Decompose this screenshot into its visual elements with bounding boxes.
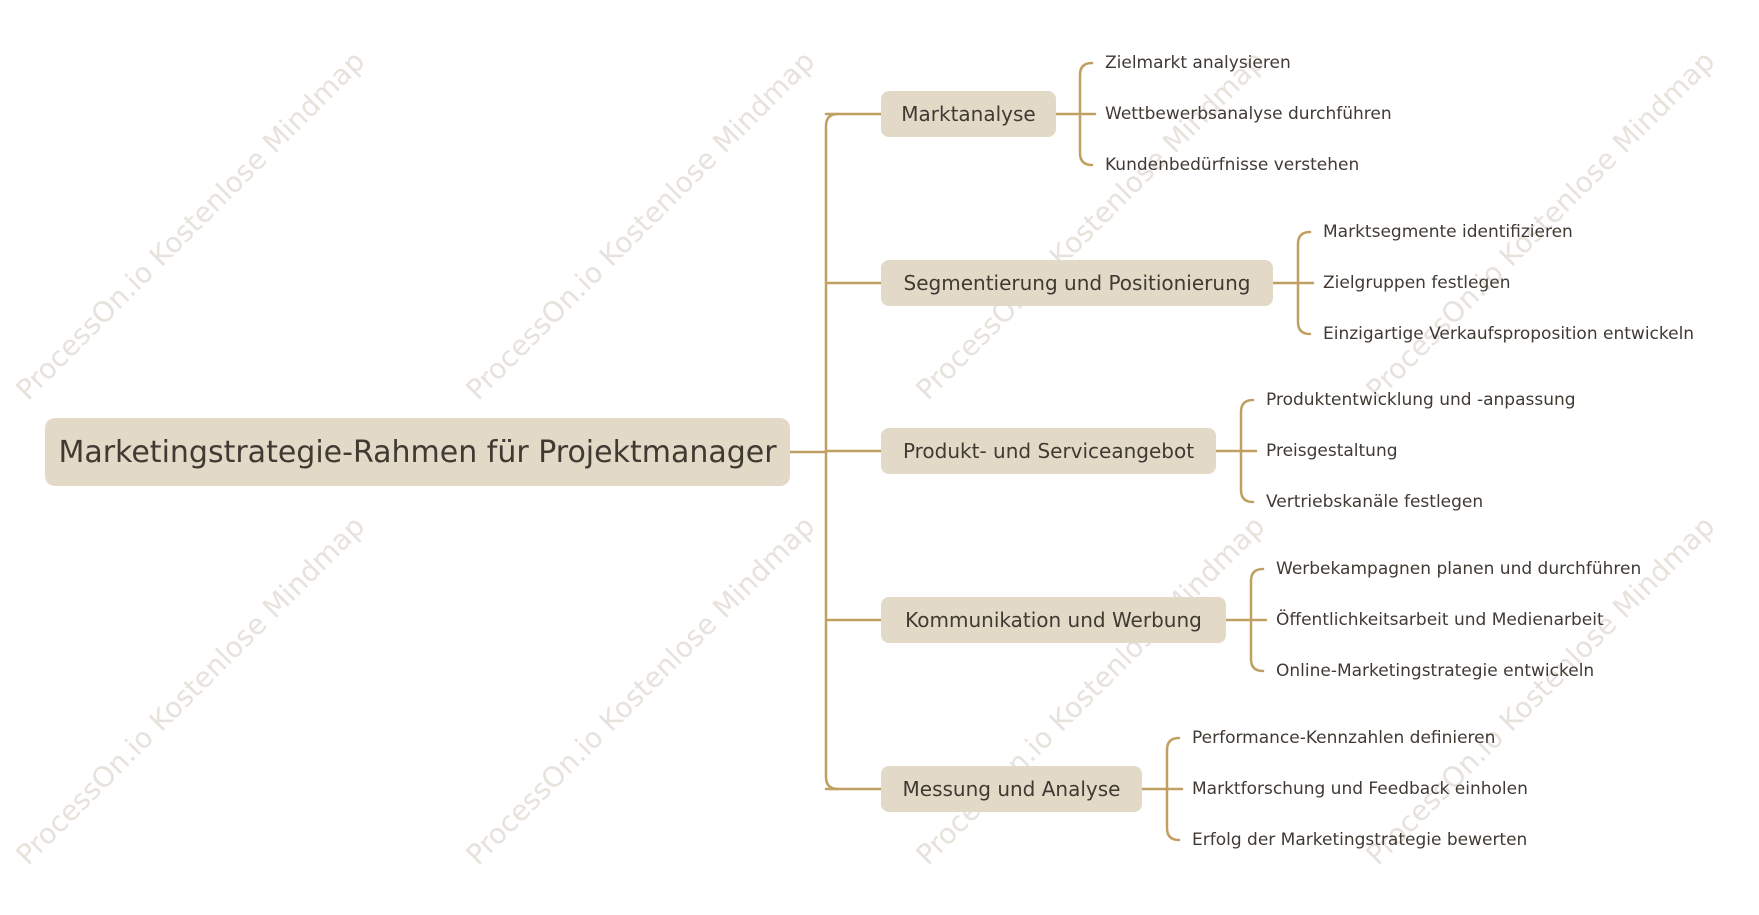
leaf-bracket-connector <box>1165 736 1181 842</box>
leaf-topic[interactable]: Erfolg der Marketingstrategie bewerten <box>1192 830 1528 850</box>
leaf-topic[interactable]: Einzigartige Verkaufsproposition entwick… <box>1323 324 1695 344</box>
leaf-topic[interactable]: Zielgruppen festlegen <box>1323 273 1511 293</box>
leaf-topic[interactable]: Vertriebskanäle festlegen <box>1266 492 1484 512</box>
branch-topic-marktanalyse[interactable]: Marktanalyse <box>881 91 1056 137</box>
branch-topic-messung[interactable]: Messung und Analyse <box>881 766 1142 812</box>
branch-topic-produkt-service[interactable]: Produkt- und Serviceangebot <box>881 428 1216 474</box>
branch-topic-label: Messung und Analyse <box>902 777 1121 801</box>
root-topic-label: Marketingstrategie-Rahmen für Projektman… <box>58 434 777 470</box>
leaf-topic[interactable]: Preisgestaltung <box>1266 441 1398 461</box>
leaf-bracket-connector <box>1249 567 1265 673</box>
leaf-bracket-connector <box>1078 61 1094 167</box>
branch-topic-label: Segmentierung und Positionierung <box>903 271 1251 295</box>
leaf-topic[interactable]: Öffentlichkeitsarbeit und Medienarbeit <box>1276 610 1604 630</box>
root-topic[interactable]: Marketingstrategie-Rahmen für Projektman… <box>45 418 790 486</box>
leaf-topic[interactable]: Online-Marketingstrategie entwickeln <box>1276 661 1595 681</box>
leaf-topic[interactable]: Produktentwicklung und -anpassung <box>1266 390 1576 410</box>
leaf-topic[interactable]: Performance-Kennzahlen definieren <box>1192 728 1496 748</box>
leaf-bracket-connector <box>1296 230 1312 336</box>
leaf-topic[interactable]: Marktsegmente identifizieren <box>1323 222 1573 242</box>
leaf-topic[interactable]: Werbekampagnen planen und durchführen <box>1276 559 1642 579</box>
leaf-bracket-connector <box>1239 398 1255 504</box>
branch-topic-label: Kommunikation und Werbung <box>905 608 1202 632</box>
branch-topic-segmentierung[interactable]: Segmentierung und Positionierung <box>881 260 1273 306</box>
leaf-topic[interactable]: Marktforschung und Feedback einholen <box>1192 779 1528 799</box>
leaf-topic[interactable]: Kundenbedürfnisse verstehen <box>1105 155 1360 175</box>
branch-topic-label: Produkt- und Serviceangebot <box>902 439 1195 463</box>
leaf-topic[interactable]: Wettbewerbsanalyse durchführen <box>1105 104 1392 124</box>
leaf-topic[interactable]: Zielmarkt analysieren <box>1105 53 1291 73</box>
branch-topic-kommunikation[interactable]: Kommunikation und Werbung <box>881 597 1226 643</box>
branch-topic-label: Marktanalyse <box>901 102 1036 126</box>
